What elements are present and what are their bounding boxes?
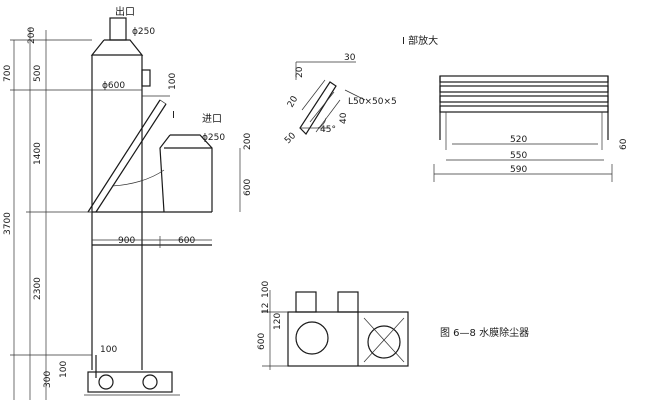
plan-view xyxy=(433,75,613,182)
plan-dim-520: 520 xyxy=(510,135,527,145)
dim-600-inlet: 600 xyxy=(243,179,253,196)
dim-200-inlet: 200 xyxy=(243,133,253,150)
bottom-view xyxy=(262,290,409,370)
dia-body-label: ϕ600 xyxy=(102,81,125,91)
dim-500: 500 xyxy=(33,65,43,82)
detail-dim-20-side: 20 xyxy=(286,94,301,109)
dim-3700: 3700 xyxy=(3,212,13,235)
dim-100-base: 100 xyxy=(59,361,69,378)
bottom-dim-600: 600 xyxy=(257,333,267,350)
detail-dim-20-top: 20 xyxy=(295,66,305,78)
bottom-dim-120: 120 xyxy=(273,313,283,330)
plan-dim-550: 550 xyxy=(510,151,527,161)
marker-I-main: I xyxy=(172,110,175,121)
detail-dim-40: 40 xyxy=(339,112,349,124)
dim-900: 900 xyxy=(118,236,135,246)
dim-1400: 1400 xyxy=(33,142,43,165)
detail-dim-30: 30 xyxy=(344,53,356,63)
dim-100-side: 100 xyxy=(168,73,178,90)
figure-caption: 图 6—8 水膜除尘器 xyxy=(440,326,529,339)
dia-top-label: ϕ250 xyxy=(132,27,155,37)
plan-dim-590: 590 xyxy=(510,165,527,175)
dim-600-horiz: 600 xyxy=(178,236,195,246)
detail-dim-50: 50 xyxy=(283,131,298,146)
bottom-dim-100: 100 xyxy=(261,281,271,298)
detail-angle-steel: L50×50×5 xyxy=(348,97,397,107)
dim-100-bottom: 100 xyxy=(100,345,117,355)
detail-title: I 部放大 xyxy=(402,34,438,47)
dia-inlet-label: ϕ250 xyxy=(202,133,225,143)
detail-I-view xyxy=(295,61,366,135)
outlet-label: 出口 xyxy=(115,5,135,18)
dim-200-top: 200 xyxy=(27,27,37,44)
dim-300: 300 xyxy=(43,371,53,388)
inlet-label: 进口 xyxy=(202,113,222,125)
bottom-dim-12: 12 xyxy=(261,303,271,314)
plan-dim-side: 60 xyxy=(619,138,629,150)
dim-2300: 2300 xyxy=(33,277,43,300)
dim-700: 700 xyxy=(3,65,13,82)
detail-angle: 45° xyxy=(320,125,336,135)
main-elevation-view xyxy=(10,17,241,400)
